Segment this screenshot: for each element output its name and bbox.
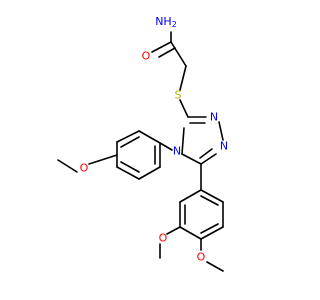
atom-labels: NH2 O S N N N O O O bbox=[80, 15, 228, 264]
bond bbox=[200, 189, 224, 203]
atom-label-triazole-n2: N bbox=[210, 111, 218, 124]
atom-label-methoxy-oxygen-bottom-right: O bbox=[197, 251, 206, 264]
bond bbox=[138, 130, 161, 144]
bond bbox=[199, 148, 213, 159]
bond bbox=[179, 65, 187, 91]
bond bbox=[158, 47, 176, 58]
bond bbox=[218, 121, 224, 141]
bond-layer bbox=[57, 31, 224, 272]
atom-label-thioether-sulfur: S bbox=[175, 89, 182, 102]
bond bbox=[181, 153, 202, 165]
atom-label-methoxy-oxygen-left: O bbox=[80, 162, 89, 175]
bond bbox=[179, 189, 202, 203]
bond bbox=[120, 136, 140, 148]
bond bbox=[206, 261, 224, 272]
bond bbox=[200, 226, 224, 240]
atom-label-triazole-n4: N bbox=[173, 145, 181, 158]
bond bbox=[200, 153, 217, 165]
atom-label-amide-nh2: NH2 bbox=[155, 15, 177, 29]
bond bbox=[88, 154, 118, 165]
bond bbox=[181, 127, 185, 155]
atom-label-triazole-n1: N bbox=[220, 140, 228, 153]
atom-label-methoxy-oxygen-bottom-left: O bbox=[159, 232, 168, 245]
atom-label-amide-oxygen: O bbox=[142, 50, 151, 63]
bond bbox=[170, 41, 187, 67]
molecule-structure: NH2 O S N N N O O O bbox=[57, 15, 228, 272]
bond bbox=[179, 226, 202, 240]
bond bbox=[138, 166, 161, 180]
bond bbox=[200, 223, 219, 234]
bond bbox=[120, 161, 140, 173]
bond bbox=[166, 226, 181, 235]
bond bbox=[116, 130, 140, 143]
bond bbox=[116, 166, 140, 180]
bond bbox=[179, 99, 189, 118]
bond bbox=[151, 41, 172, 53]
bond bbox=[159, 142, 173, 151]
bond bbox=[57, 159, 78, 173]
bond bbox=[200, 195, 219, 206]
